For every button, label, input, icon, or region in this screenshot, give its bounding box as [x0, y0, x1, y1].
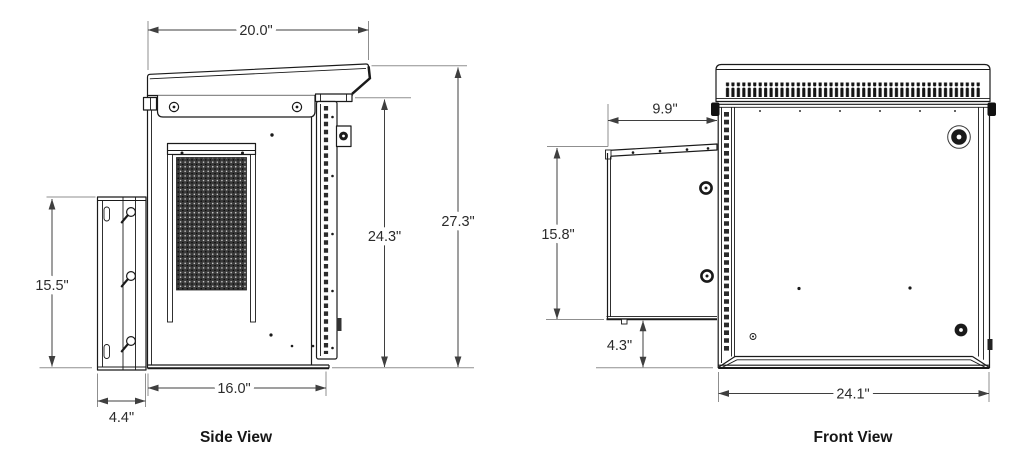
- dim-open-panel-depth: 9.9": [607, 97, 718, 147]
- flange-screw: [291, 101, 303, 113]
- dim-roof-width-value: 20.0": [239, 23, 272, 39]
- side-cabinet-body: [146, 95, 330, 370]
- front-cabinet-body: [711, 102, 996, 369]
- dim-bracket-height-value: 15.5": [35, 278, 68, 294]
- door-screw-hole: [749, 333, 757, 340]
- dim-overall-width-value: 24.1": [836, 387, 869, 403]
- side-filter-grille: [166, 142, 257, 323]
- door-knob-bottom: [954, 323, 968, 337]
- bracket-keyhole: [120, 271, 136, 288]
- front-view-label: Front View: [814, 429, 894, 446]
- dim-door-height-value: 24.3": [368, 229, 401, 245]
- dim-open-panel-height: 15.8": [537, 146, 608, 320]
- bracket-slot: [103, 344, 110, 359]
- dim-open-panel-depth-value: 9.9": [652, 102, 677, 118]
- door-bottom-tab: [336, 318, 342, 331]
- hood-flange: [156, 95, 316, 118]
- hood-clip-right: [987, 102, 996, 116]
- dim-roof-width: 20.0": [147, 19, 369, 70]
- dim-overall-width: 24.1": [718, 372, 990, 407]
- bracket-keyhole: [120, 207, 136, 224]
- door-knob-top: [947, 125, 971, 149]
- door-latch: [335, 125, 352, 148]
- side-view: 20.0" 27.3" 24.3" 15.5" 16.0": [31, 19, 479, 447]
- front-open-panel: [605, 143, 718, 325]
- side-view-label: Side View: [200, 429, 273, 446]
- panel-grommet: [699, 181, 713, 195]
- dim-bracket-depth-value: 4.4": [109, 410, 134, 426]
- panel-grommet: [700, 269, 714, 283]
- dim-open-panel-height-value: 15.8": [541, 227, 574, 243]
- bracket-keyhole: [120, 336, 136, 353]
- dim-panel-bottom-gap: 4.3": [596, 320, 713, 369]
- side-mounting-bracket: [96, 196, 147, 371]
- dim-overall-height: 27.3": [371, 65, 479, 368]
- side-door-hinge-strip: [315, 100, 352, 360]
- dim-body-depth: 16.0": [147, 371, 327, 402]
- bracket-slot: [103, 206, 110, 222]
- hood-clip-left: [711, 102, 720, 116]
- front-view: 9.9" 15.8" 4.3" 24.1" Front View: [537, 63, 996, 446]
- dim-door-height: 24.3": [355, 97, 411, 368]
- door-edge-tab: [987, 339, 993, 350]
- hood-left-lip: [142, 96, 158, 111]
- dim-body-depth-value: 16.0": [217, 381, 250, 397]
- mesh-filter: [176, 157, 247, 291]
- dim-bracket-height: 15.5": [31, 196, 96, 369]
- dim-panel-bottom-gap-value: 4.3": [607, 338, 632, 354]
- flange-screw: [168, 101, 180, 113]
- front-vented-hood: [715, 63, 991, 103]
- side-rain-hood: [142, 63, 372, 118]
- dim-overall-height-value: 27.3": [441, 214, 474, 230]
- front-hinge-strip: [721, 107, 735, 363]
- louver-vents: [725, 82, 981, 97]
- dim-bracket-depth: 4.4": [97, 373, 146, 431]
